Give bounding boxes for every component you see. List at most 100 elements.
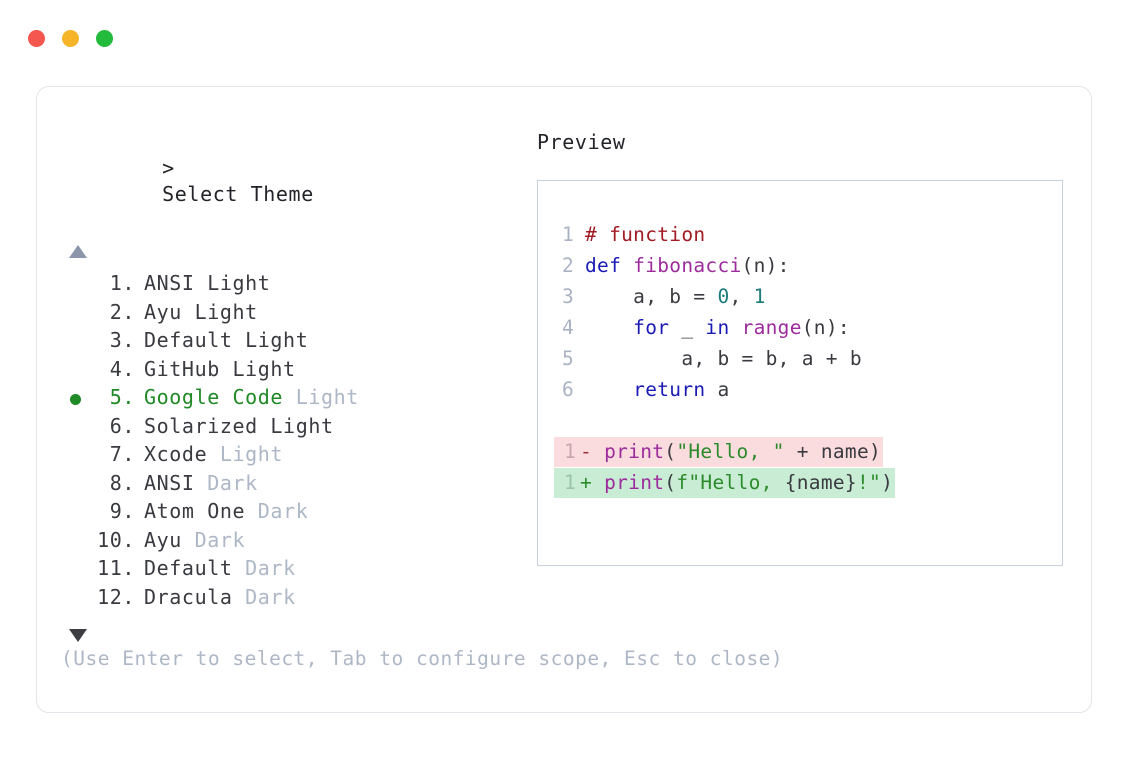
- code-token: def: [585, 254, 634, 277]
- theme-list-item[interactable]: 8.ANSI Dark: [61, 471, 521, 500]
- theme-item-variant: Dark: [232, 556, 296, 580]
- code-token: fibonacci: [633, 254, 742, 277]
- preview-title: Preview: [537, 130, 626, 154]
- theme-item-index: 10.: [97, 527, 135, 552]
- theme-item-index: 2.: [109, 299, 135, 324]
- line-number: 1: [554, 468, 578, 498]
- code-gap: [554, 409, 1062, 440]
- code-content: a, b = 0, 1: [585, 285, 766, 308]
- page-title: Select Theme: [162, 182, 314, 206]
- theme-item-index: 9.: [109, 499, 135, 523]
- code-token: ,: [729, 285, 754, 308]
- window-traffic-lights: [28, 30, 113, 47]
- theme-item-name: Xcode: [144, 442, 208, 466]
- theme-list-item[interactable]: 1.ANSI Light: [61, 271, 521, 300]
- theme-item-index: 8.: [109, 470, 135, 495]
- theme-item-index: 4.: [109, 356, 135, 381]
- code-token: range: [741, 316, 802, 339]
- code-token: f"Hello,: [676, 471, 785, 494]
- code-token: [585, 316, 633, 339]
- code-token: [730, 316, 742, 339]
- line-number: 1: [554, 437, 578, 467]
- code-token: [585, 378, 633, 401]
- code-token: in: [705, 316, 730, 339]
- code-token: !": [856, 471, 882, 494]
- theme-list-item[interactable]: 4. GitHub Light: [61, 357, 521, 386]
- theme-item-name: Default: [144, 556, 233, 580]
- code-token: (n):: [801, 316, 850, 339]
- theme-item-variant: Dark: [245, 499, 309, 523]
- theme-item-index: 6.: [109, 413, 135, 438]
- theme-item-index: 7.: [109, 442, 135, 466]
- code-token: a, b = b, a + b: [585, 347, 862, 370]
- minimize-button[interactable]: [62, 30, 79, 47]
- code-content: for _ in range(n):: [585, 316, 850, 339]
- theme-item-name: Ayu: [144, 527, 182, 552]
- theme-list-item[interactable]: 10. Ayu Dark: [61, 528, 521, 557]
- code-token: print: [604, 440, 665, 463]
- code-token: a: [705, 378, 730, 401]
- code-token: return: [633, 378, 706, 401]
- theme-item-name: Ayu Light: [144, 299, 258, 324]
- maximize-button[interactable]: [96, 30, 113, 47]
- theme-item-variant: Light: [207, 442, 284, 466]
- line-number: 4: [561, 316, 574, 339]
- code-line: 6 return a: [554, 378, 1062, 409]
- code-token: "Hello, ": [676, 440, 785, 463]
- theme-list-item[interactable]: 7. Xcode Light: [61, 442, 521, 471]
- code-token: print: [604, 471, 665, 494]
- code-token: {name}: [784, 471, 857, 494]
- theme-list-item[interactable]: 12.Dracula Dark: [61, 585, 521, 614]
- code-token: # function: [585, 223, 706, 246]
- theme-item-index: 12.: [97, 584, 135, 609]
- diff-line-del: 1- print("Hello, " + name): [554, 437, 1062, 471]
- theme-list-item[interactable]: 9. Atom One Dark: [61, 499, 521, 528]
- theme-list-item[interactable]: 11. Default Dark: [61, 556, 521, 585]
- close-button[interactable]: [28, 30, 45, 47]
- theme-list-item[interactable]: 6.Solarized Light: [61, 414, 521, 443]
- prompt-line: > Select Theme: [61, 129, 521, 233]
- scroll-down-icon[interactable]: [69, 629, 87, 642]
- theme-item-name: Atom One: [144, 499, 246, 523]
- code-content: + print(f"Hello, {name}!"): [578, 468, 896, 498]
- code-token: 1: [753, 285, 766, 308]
- diff-marker: -: [580, 440, 605, 463]
- code-line: 4 for _ in range(n):: [554, 316, 1062, 347]
- theme-item-name: Dracula: [144, 584, 233, 609]
- code-content: - print("Hello, " + name): [578, 437, 884, 467]
- theme-list-item[interactable]: 5.Google Code Light: [61, 385, 521, 414]
- line-number: 2: [561, 254, 574, 277]
- theme-item-index: 11.: [97, 556, 135, 580]
- theme-item-variant: Dark: [181, 527, 246, 552]
- line-number: 5: [561, 347, 574, 370]
- theme-item-name: Google Code: [144, 385, 284, 409]
- prompt-caret-icon: >: [162, 156, 175, 180]
- code-token: 0: [717, 285, 730, 308]
- code-token: for: [633, 316, 670, 339]
- selected-dot-icon: [69, 393, 81, 405]
- code-token: a, b =: [585, 285, 718, 308]
- theme-item-name: ANSI Light: [144, 271, 271, 295]
- line-number: 1: [561, 223, 574, 246]
- scroll-up-icon[interactable]: [69, 245, 87, 258]
- selection-bullet-cell: [61, 393, 89, 405]
- code-line: 5 a, b = b, a + b: [554, 347, 1062, 378]
- code-content: return a: [585, 378, 730, 401]
- code-content: a, b = b, a + b: [585, 347, 862, 370]
- code-content: # function: [585, 223, 705, 246]
- diff-line-add: 1+ print(f"Hello, {name}!"): [554, 468, 1062, 502]
- code-content: def fibonacci(n):: [585, 254, 790, 277]
- line-number: 6: [561, 378, 574, 401]
- code-token: _: [669, 316, 706, 339]
- theme-list-item[interactable]: 3.Default Light: [61, 328, 521, 357]
- theme-item-variant: Dark: [194, 470, 258, 495]
- code-line: 1 # function: [554, 223, 1062, 254]
- line-number: 3: [561, 285, 574, 308]
- theme-item-name: GitHub Light: [144, 356, 296, 381]
- theme-list-item[interactable]: 2. Ayu Light: [61, 300, 521, 329]
